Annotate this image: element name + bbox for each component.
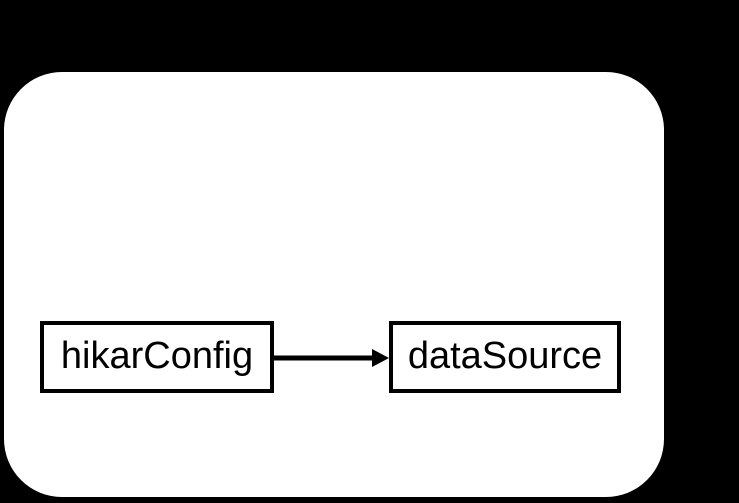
node-hikar-config: hikarConfig	[40, 321, 274, 393]
diagram-card: hikarConfig dataSource	[4, 72, 664, 497]
arrow-right-connector	[274, 349, 389, 367]
arrowhead-icon	[372, 349, 389, 367]
node-hikar-config-label: hikarConfig	[60, 335, 254, 377]
node-data-source-label: dataSource	[407, 335, 603, 377]
node-data-source: dataSource	[389, 321, 621, 393]
